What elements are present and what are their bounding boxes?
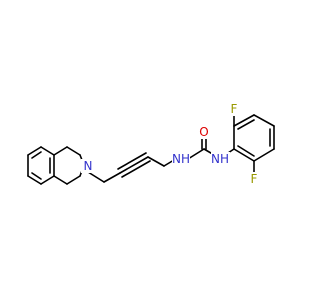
bond	[53, 175, 68, 185]
bond-triple	[117, 152, 147, 170]
carbonyl-oxygen-label: O	[199, 125, 208, 139]
bond	[253, 114, 275, 127]
bond	[66, 146, 81, 156]
bond-double-inner	[237, 145, 255, 157]
bond-double-inner	[31, 172, 42, 180]
bond	[66, 175, 81, 185]
bond	[40, 146, 55, 156]
urea-nh-right-label: NH	[211, 152, 229, 166]
bond	[233, 114, 255, 127]
amine-nitrogen-label: N	[84, 159, 93, 173]
bond	[233, 148, 255, 162]
bond-double-inner	[31, 151, 42, 159]
bond	[27, 146, 42, 156]
bond	[103, 172, 121, 183]
urea-nh-left-label: NH	[172, 152, 190, 166]
bond	[147, 156, 165, 167]
bond	[40, 175, 55, 185]
atom-labels: N NH O NH F F	[81, 102, 261, 186]
bond	[87, 171, 105, 183]
bond	[187, 148, 205, 160]
bond	[27, 175, 42, 185]
molecule-diagram: N NH O NH F F	[27, 102, 275, 186]
fluorine-top-label: F	[231, 102, 238, 116]
bond	[253, 148, 275, 162]
bond-triple	[121, 160, 151, 178]
bond-triple	[119, 156, 149, 174]
bond-double-inner	[237, 119, 255, 130]
bond	[53, 146, 68, 156]
bond-lines	[27, 114, 275, 185]
fluorine-bottom-label: F	[251, 172, 258, 186]
